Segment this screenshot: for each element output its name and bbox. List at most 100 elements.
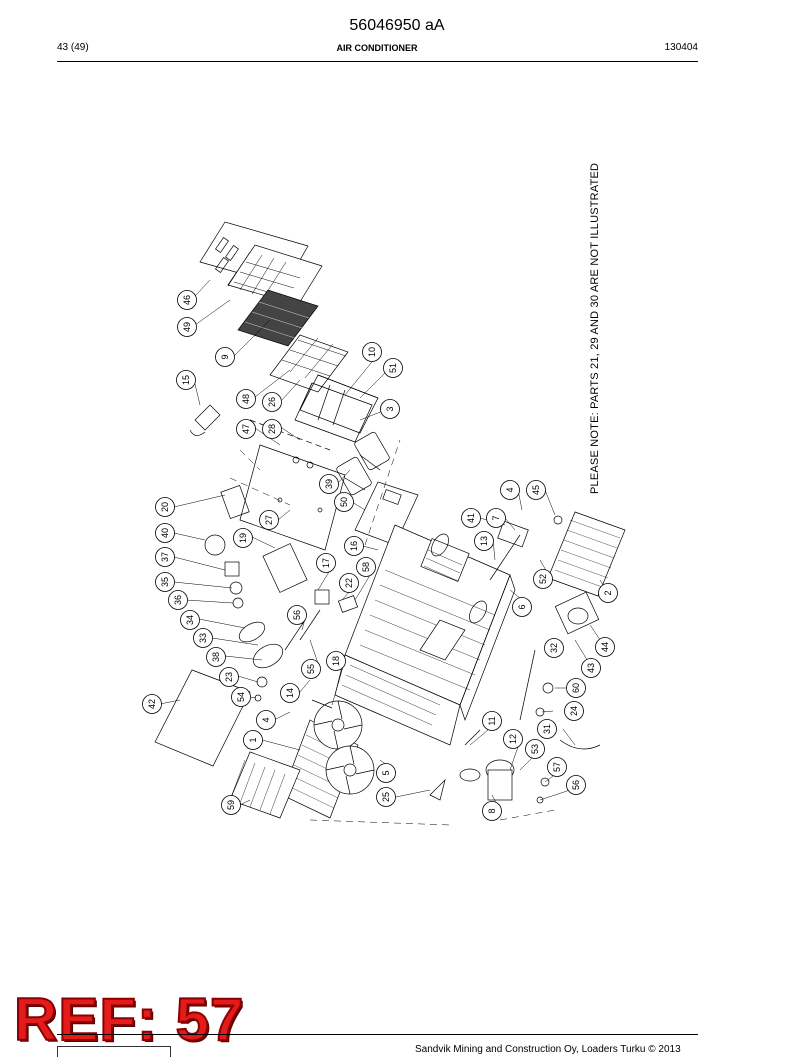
svg-text:51: 51 (388, 363, 398, 373)
svg-text:15: 15 (181, 375, 191, 385)
svg-text:27: 27 (264, 515, 274, 525)
main-housing (334, 524, 516, 746)
svg-text:22: 22 (344, 578, 354, 588)
callout-49: 49 (177, 317, 197, 337)
svg-text:13: 13 (479, 536, 489, 546)
callout-60: 60 (566, 678, 586, 698)
ref-stamp: REF: 57 (13, 986, 245, 1053)
callout-40: 40 (155, 523, 175, 543)
footer-rule (57, 1034, 698, 1035)
callout-3: 3 (380, 399, 400, 419)
svg-text:25: 25 (381, 792, 391, 802)
callout-4-right: 4 (500, 480, 520, 500)
page-indicator: 43 (49) (57, 42, 89, 53)
svg-text:56: 56 (571, 780, 581, 790)
callout-25: 25 (376, 787, 396, 807)
svg-text:23: 23 (224, 672, 234, 682)
callout-9: 9 (215, 347, 235, 367)
callout-24: 24 (564, 701, 584, 721)
callout-18: 18 (326, 651, 346, 671)
svg-text:41: 41 (466, 513, 476, 523)
not-illustrated-note: PLEASE NOTE: PARTS 21, 29 AND 30 ARE NOT… (589, 162, 601, 494)
callout-52: 52 (533, 569, 553, 589)
svg-text:45: 45 (531, 485, 541, 495)
svg-text:7: 7 (491, 515, 501, 520)
svg-text:28: 28 (267, 424, 277, 434)
svg-text:50: 50 (339, 497, 349, 507)
callout-4-left: 4 (256, 710, 276, 730)
svg-text:39: 39 (324, 479, 334, 489)
svg-text:37: 37 (160, 552, 170, 562)
callout-5: 5 (376, 763, 396, 783)
callout-42: 42 (142, 694, 162, 714)
svg-text:6: 6 (517, 604, 527, 609)
svg-text:56: 56 (292, 610, 302, 620)
guide-lines (229, 439, 556, 826)
top-grille-panel (199, 221, 323, 306)
callout-26: 26 (262, 392, 282, 412)
svg-text:58: 58 (361, 562, 371, 572)
svg-text:19: 19 (238, 533, 248, 543)
svg-text:43: 43 (586, 663, 596, 673)
footer-copyright: Sandvik Mining and Construction Oy, Load… (415, 1044, 681, 1055)
header-rule (57, 61, 698, 62)
callout-28: 28 (262, 419, 282, 439)
svg-text:14: 14 (285, 688, 295, 698)
svg-text:20: 20 (160, 502, 170, 512)
callout-12: 12 (503, 729, 523, 749)
svg-text:34: 34 (185, 615, 195, 625)
callout-20: 20 (155, 497, 175, 517)
callout-44: 44 (595, 637, 615, 657)
callouts: 46 49 9 15 48 26 47 28 10 51 3 20 40 37 … (142, 290, 618, 821)
right-blower (554, 591, 600, 635)
callout-7: 7 (486, 508, 506, 528)
svg-text:57: 57 (552, 762, 562, 772)
condenser-grille (229, 751, 301, 819)
svg-text:8: 8 (487, 808, 497, 813)
callout-32: 32 (544, 638, 564, 658)
svg-text:11: 11 (487, 716, 497, 725)
callout-1: 1 (243, 730, 263, 750)
callout-6: 6 (512, 597, 532, 617)
svg-text:46: 46 (182, 295, 192, 305)
svg-text:52: 52 (538, 574, 548, 584)
svg-text:53: 53 (530, 744, 540, 754)
svg-text:9: 9 (220, 354, 230, 359)
callout-8: 8 (482, 801, 502, 821)
callout-39: 39 (319, 474, 339, 494)
svg-text:26: 26 (267, 397, 277, 407)
cover-plate (154, 669, 251, 767)
callout-56-right: 56 (566, 775, 586, 795)
callout-2: 2 (598, 583, 618, 603)
callout-23: 23 (219, 667, 239, 687)
callout-46: 46 (177, 290, 197, 310)
svg-text:4: 4 (505, 487, 515, 492)
svg-text:24: 24 (569, 706, 579, 716)
svg-text:5: 5 (381, 770, 391, 775)
callout-37: 37 (155, 547, 175, 567)
callout-38: 38 (206, 647, 226, 667)
svg-text:33: 33 (198, 633, 208, 643)
svg-text:32: 32 (549, 643, 559, 653)
svg-text:31: 31 (542, 724, 552, 734)
callout-41: 41 (461, 508, 481, 528)
svg-text:16: 16 (349, 541, 359, 551)
svg-text:18: 18 (331, 656, 341, 666)
callout-33: 33 (193, 628, 213, 648)
callout-31: 31 (537, 719, 557, 739)
callout-48: 48 (236, 389, 256, 409)
callout-35: 35 (155, 572, 175, 592)
callout-55: 55 (301, 659, 321, 679)
callout-13: 13 (474, 531, 494, 551)
svg-text:48: 48 (241, 394, 251, 404)
footer-logo (57, 1046, 171, 1057)
svg-text:47: 47 (241, 424, 251, 434)
callout-58: 58 (356, 557, 376, 577)
svg-text:3: 3 (385, 406, 395, 411)
callout-43: 43 (581, 658, 601, 678)
svg-text:54: 54 (236, 692, 246, 702)
section-title: AIR CONDITIONER (336, 43, 418, 53)
svg-text:10: 10 (367, 347, 377, 357)
callout-19: 19 (233, 528, 253, 548)
